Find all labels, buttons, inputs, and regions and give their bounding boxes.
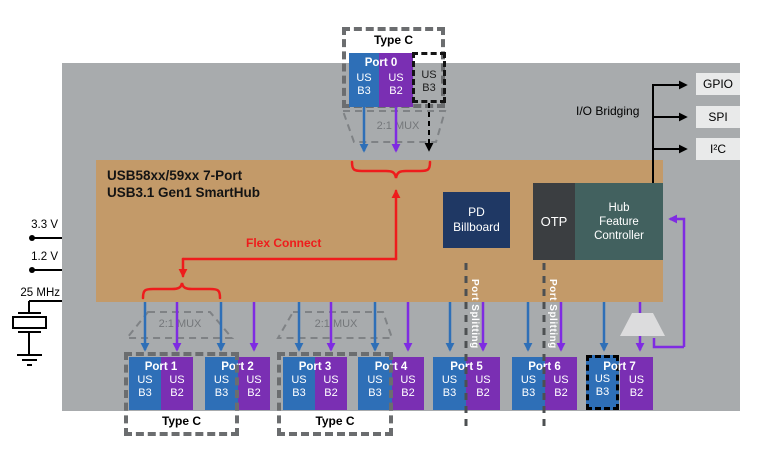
mux-port1-label: 2:1 MUX [158,318,202,330]
port-splitting-label-1: Port Splitting [469,279,480,349]
lane-us: US [291,374,307,386]
type-c-port3-label: Type C [315,414,355,428]
rail-3v3-label: 3.3 V [31,219,58,231]
hfc-line3: Controller [594,229,644,242]
lane-b3: B3 [442,387,457,399]
lane-b2: B2 [389,85,403,97]
lane-us: US [520,374,537,386]
lane-us: US [441,374,458,386]
mux-port3-label: 2:1 MUX [314,318,358,330]
lane-b3: B3 [214,387,229,399]
pd-billboard-line2: Billboard [453,220,500,234]
lane-b3: B3 [138,387,152,399]
lane-b2: B2 [629,387,644,399]
smarthub-title-line1: USB58xx/59xx 7-Port [107,168,243,183]
otp-label: OTP [540,214,568,229]
type-c-top-label: Type C [373,33,414,47]
rail-3v3-node [29,235,35,241]
crystal-body [12,316,47,329]
hfc-line2: Feature [599,215,639,228]
lane-us: US [553,374,569,386]
lane-b2: B2 [554,387,568,399]
lane-us: US [169,374,185,386]
lane-b3: B3 [422,82,436,94]
lane-us: US [475,374,491,386]
lane-b3: B3 [521,387,536,399]
port1-name: Port 1 [144,361,178,373]
lane-b3: B3 [357,85,371,97]
lane-us: US [323,374,339,386]
rail-1v2-label: 1.2 V [31,251,58,263]
port5-name: Port 5 [450,361,483,373]
lane-us: US [594,373,611,385]
lane-b2: B2 [324,387,338,399]
port-splitting-label-2: Port Splitting [547,279,558,349]
type-c-connector-port1: Type C [124,352,239,436]
lane-us: US [137,374,153,386]
i2c-box: I²C [696,138,740,160]
otp-block: OTP [533,183,575,260]
lane-b3: B3 [368,387,382,399]
gpio-box: GPIO [696,73,740,95]
clock-25mhz-label: 25 MHz [20,287,60,299]
lane-b2: B2 [401,387,415,399]
lane-us: US [213,374,230,386]
lane-us: US [388,72,404,84]
smarthub-title-line2: USB3.1 Gen1 SmartHub [107,185,261,200]
port7-name: Port 7 [603,361,636,373]
lane-b3: B3 [292,387,306,399]
pd-billboard-block: PD Billboard [443,192,510,248]
lane-b2: B2 [170,387,184,399]
port6-name: Port 6 [528,361,561,373]
lane-us: US [246,374,262,386]
port3-name: Port 3 [298,361,332,373]
io-bridging-label: I/O Bridging [576,104,640,118]
hfc-line1: Hub [608,201,630,214]
smarthub-title: USB58xx/59xx 7-Port USB3.1 Gen1 SmartHub [107,167,260,201]
lane-us: US [356,72,372,84]
pd-billboard-line1: PD [468,205,485,219]
lane-us: US [400,374,416,386]
port0-name: Port 0 [364,57,398,69]
lane-us: US [367,374,383,386]
lane-us: US [628,374,645,386]
spi-box: SPI [696,106,740,128]
type-c-port1-label: Type C [161,414,202,428]
lane-b2: B2 [247,387,261,399]
mux-top-label: 2:1 MUX [376,120,420,132]
lane-b3: B3 [595,386,610,398]
flex-connect-label: Flex Connect [246,236,322,250]
type-c-connector-port3: Type C [277,352,393,436]
hub-feature-controller-block: Hub Feature Controller [575,183,663,260]
rail-1v2-node [29,267,35,273]
lane-b2: B2 [476,387,490,399]
lane-us: US [421,69,437,81]
